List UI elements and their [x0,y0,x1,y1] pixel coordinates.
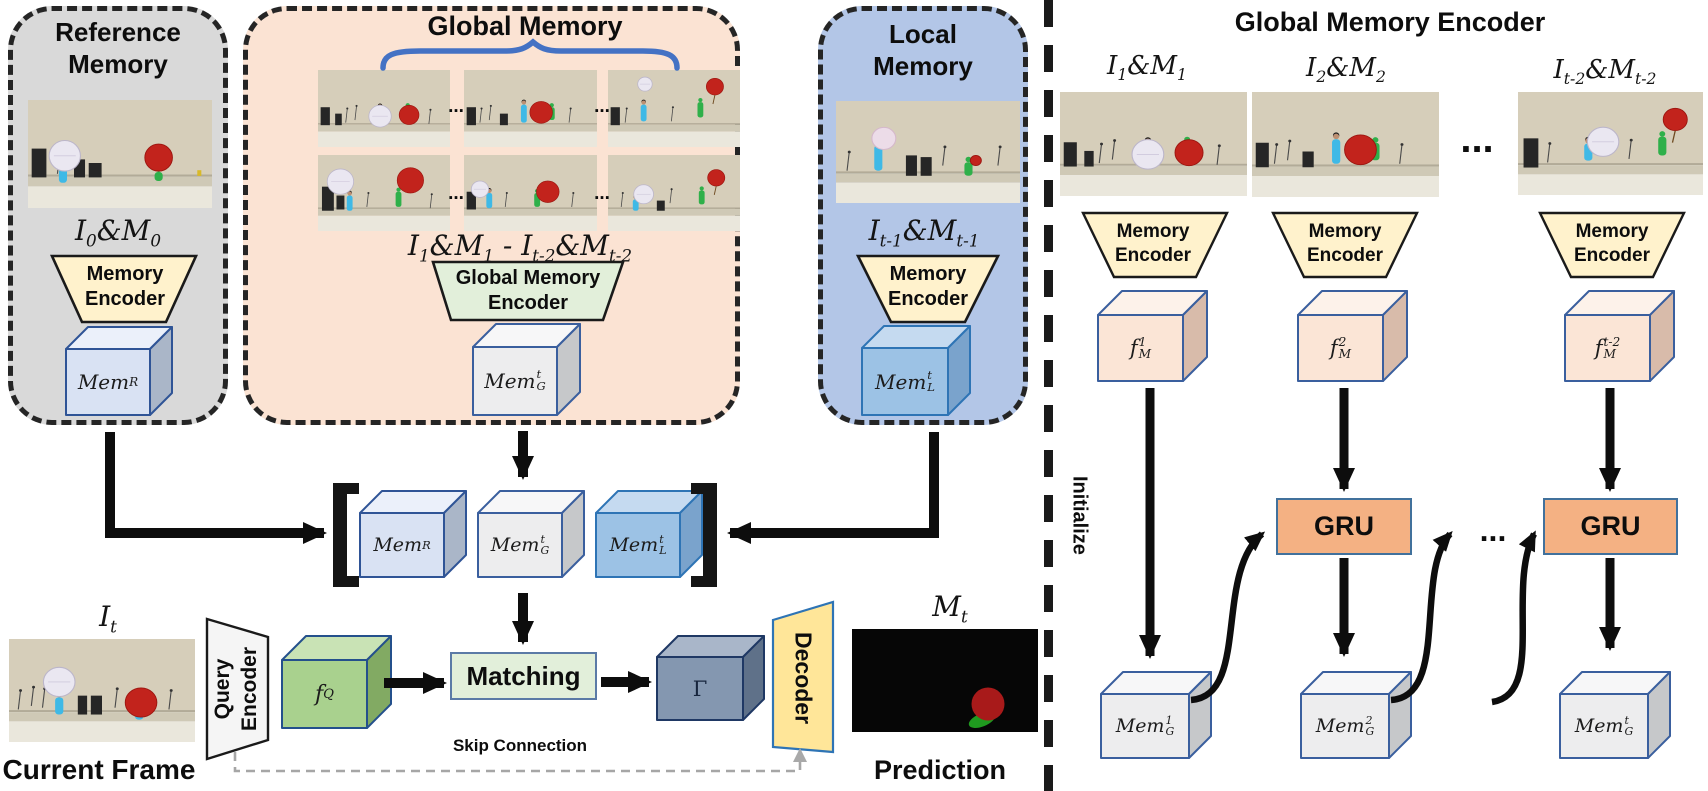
global-memory-brace [380,38,680,71]
global-memory-encoder-trapezoid [431,260,625,322]
skip-connection-line [233,748,807,773]
matching-box: Matching [450,652,597,700]
gme-encoder-1-line1: Memory [1116,221,1190,242]
current-frame-image [9,639,195,742]
global-frame-image-5 [464,155,597,231]
local-encoder-label-2: Encoder [887,288,969,310]
gme-frame-image-1 [1060,92,1247,196]
query-encoder-trapezoid [205,617,270,761]
global-frame-image-3 [608,70,740,147]
gme-frame-image-2 [1252,92,1439,197]
arrow-local-to-bracket [727,432,939,544]
global-frame-image-1 [318,70,450,147]
local-memory-title: Local Memory [873,19,973,81]
ellipsis-global-r1a: ... [448,96,464,117]
gme-encoder-2-line1: Memory [1308,221,1382,242]
ellipsis-global-r2b: ... [594,183,610,204]
global-encoder-label-1: Global Memory [455,267,601,289]
prediction-mask-image [852,629,1038,732]
decoder-label: Decoder [790,631,817,725]
local-memory-panel [818,6,1028,425]
global-io-label: I1&M1 - It-2&Mt-2 [407,229,633,266]
gme-encoder-label-3: Memory Encoder [1562,219,1662,269]
gme-io-label-2: I2&M2 [1306,53,1386,87]
arrow-memg2-to-dots [1390,531,1453,704]
gme-encoder-3-line2: Encoder [1573,245,1651,266]
global-frame-image-6 [608,155,740,231]
reference-encoder-label: Memory Encoder [72,260,178,314]
gru-box-1: GRU [1276,498,1412,555]
concat-bracket-right [691,483,717,587]
prediction-io-label: Mt [932,590,968,627]
gme-io-label-3: It-2&Mt-2 [1553,55,1657,89]
cube-gamma: Γ [692,676,708,701]
ellipsis-global-r1b: ... [594,96,610,117]
global-memory-title: Global Memory [427,11,623,41]
global-frame-image-2 [464,70,597,147]
gme-memory-encoder-trapezoid-2 [1271,211,1419,279]
reference-encoder-label-2: Encoder [84,288,166,310]
reference-encoder-label-1: Memory [86,263,164,285]
ellipsis-gme-images: ... [1460,117,1494,161]
gme-encoder-label-2: Memory Encoder [1295,219,1395,269]
local-encoder-label: Memory Encoder [875,260,981,314]
gru-box-2: GRU [1543,498,1678,555]
gme-encoder-2-line2: Encoder [1306,245,1384,266]
prediction-red-mask [971,687,1005,721]
global-encoder-label-2: Encoder [487,292,569,314]
current-frame-caption: Current Frame [2,754,196,785]
initialize-label: Initialize [1068,475,1091,555]
local-io-label: It-1&Mt-1 [868,214,980,251]
gme-io-label-1: I1&M1 [1107,51,1187,85]
decoder-trapezoid [771,600,835,754]
prediction-caption: Prediction [873,755,1007,785]
gme-frame-image-3 [1518,92,1703,195]
skip-connection-label: Skip Connection [452,736,588,755]
ellipsis-gme-gru: ... [1479,512,1507,548]
section-divider [1044,0,1053,791]
gme-title: Global Memory Encoder [1234,7,1546,37]
reference-memory-encoder-trapezoid [49,254,199,324]
current-frame-io-label: It [99,600,117,637]
global-encoder-label: Global Memory Encoder [443,265,613,317]
gme-memory-encoder-trapezoid-1 [1081,211,1229,279]
concat-bracket-left [333,483,359,587]
gme-encoder-1-line2: Encoder [1114,245,1192,266]
arrow-reference-to-bracket [105,432,327,544]
reference-io-label: I0&M0 [74,214,162,251]
reference-frame-image [28,100,212,208]
gme-memory-encoder-trapezoid-3 [1538,211,1686,279]
arrow-memg1-to-gru1 [1190,531,1266,704]
gme-encoder-label-1: Memory Encoder [1103,219,1203,269]
local-frame-image [836,101,1020,203]
gme-encoder-3-line1: Memory [1575,221,1649,242]
local-encoder-label-1: Memory [889,263,967,285]
ellipsis-global-r2a: ... [448,183,464,204]
global-frame-image-4 [318,155,450,231]
reference-memory-title: Reference Memory [55,17,181,79]
arrow-dots-to-gru2 [1491,530,1537,706]
local-memory-encoder-trapezoid [855,254,1001,324]
